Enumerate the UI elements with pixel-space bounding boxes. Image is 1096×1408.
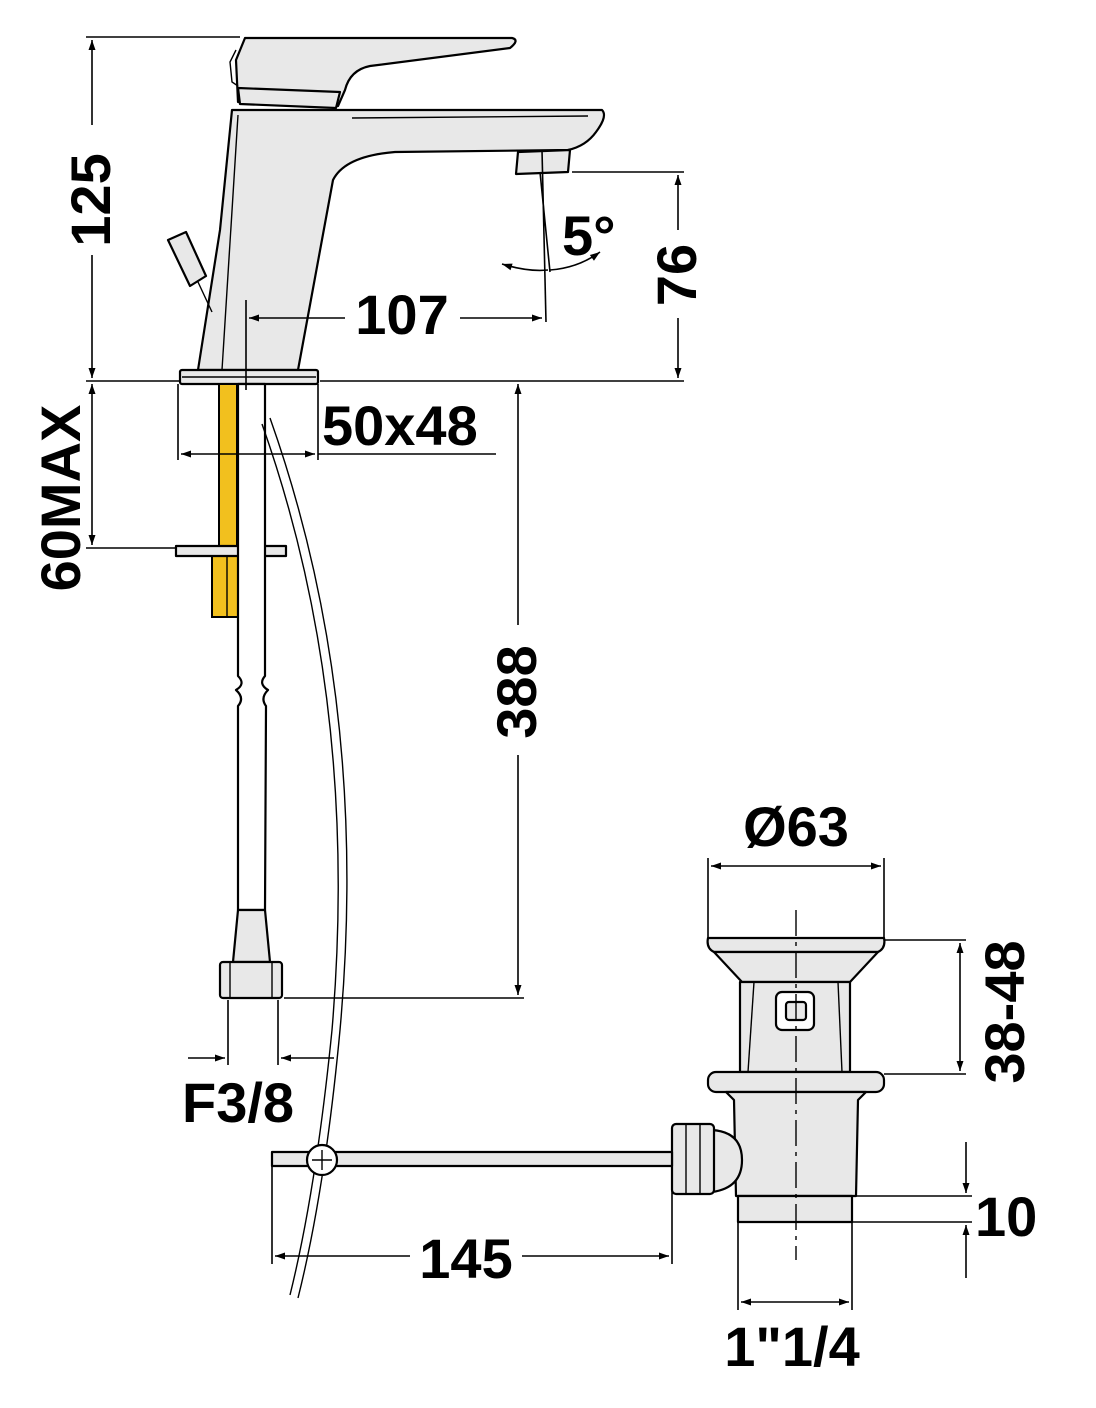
dim-spout-angle: 5° xyxy=(562,204,616,267)
dim-rod-length: 145 xyxy=(419,1227,512,1290)
fixing-washer xyxy=(174,544,288,558)
dim-drain-range: 38-48 xyxy=(973,940,1036,1083)
rod-nut xyxy=(670,1122,716,1196)
faucet-main-body xyxy=(196,108,606,372)
dimension-lines xyxy=(86,36,972,1310)
flexible-hose xyxy=(234,382,270,912)
dim-hose-length: 388 xyxy=(485,645,548,738)
popup-rod xyxy=(270,1150,674,1168)
dim-base-size: 50x48 xyxy=(322,394,478,457)
dim-drain-diameter: Ø63 xyxy=(743,795,849,858)
dim-drain-offset: 10 xyxy=(975,1185,1037,1248)
hose-nut xyxy=(218,960,284,1000)
dim-faucet-height: 125 xyxy=(59,153,122,246)
lever-handle xyxy=(234,36,517,108)
dim-max-thickness: 60MAX xyxy=(29,405,92,592)
fixing-stud xyxy=(218,383,238,553)
faucet-body xyxy=(166,36,606,386)
dim-hose-connection: F3/8 xyxy=(182,1071,294,1134)
popup-knob xyxy=(166,230,208,288)
popup-drain xyxy=(270,910,886,1260)
fixing-assembly xyxy=(174,382,348,1299)
dim-drain-thread: 1"1/4 xyxy=(724,1315,860,1378)
dim-spout-height: 76 xyxy=(645,244,708,306)
dim-spout-reach: 107 xyxy=(355,283,448,346)
popup-cable xyxy=(261,423,339,1296)
